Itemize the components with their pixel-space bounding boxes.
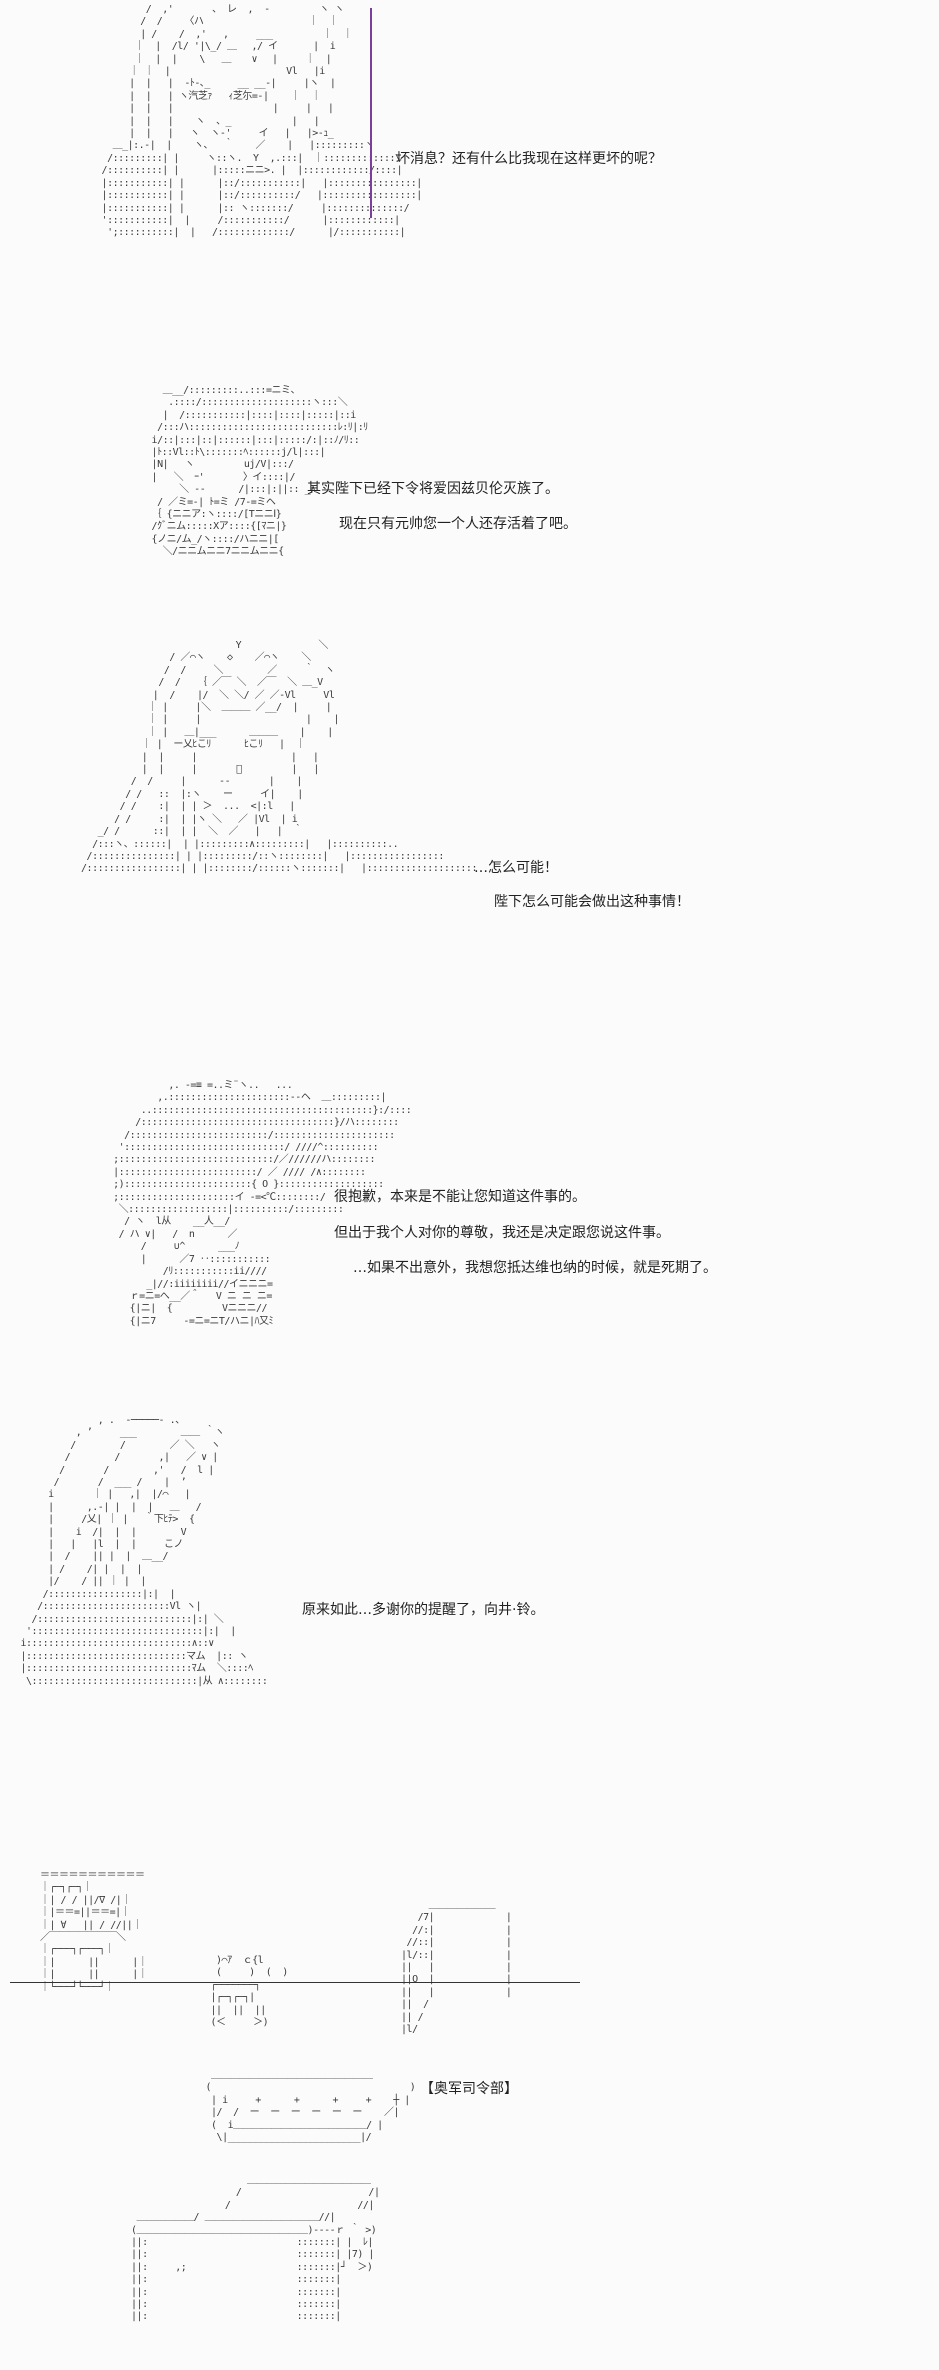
dialogue-line: 陛下怎么可能会做出这种事情！ (494, 894, 690, 910)
ascii-art-character-1: / ,' 、 レ , - ヽ ヽ / / 〈ハ ｜ ｜ | / / ,' , _… (101, 4, 423, 239)
scene-1: / ,' 、 レ , - ヽ ヽ / / 〈ハ ｜ ｜ | / / ,' , _… (0, 0, 939, 240)
scene-6: ＝＝＝＝＝＝＝＝＝＝＝ ｜┌─┐┌─┐｜ ｜| / / ||/∇ /|｜ ｜|＝… (0, 1870, 939, 2370)
location-label: 【奥军司令部】 (420, 2081, 518, 2097)
ascii-art-character-3: Y ＼ / ／⌒ヽ ◇ ／⌒ヽ ＼ / / ＼ ／ ｀ ヽ / / ｛ ／￣ ＼… (81, 640, 477, 875)
vertical-accent-line (370, 8, 372, 218)
ascii-art-desk: ＿＿＿＿＿＿＿＿＿＿＿＿＿＿＿＿＿ ( ) | i + + + + ┼ | |/… (205, 2070, 416, 2144)
dialogue-line: …怎么可能！ (474, 860, 558, 876)
ascii-art-door: ＿＿＿＿＿＿＿ /7| | //:| | //::| | |l/::| | ||… (401, 1900, 512, 2036)
ascii-art-table: ＿＿＿＿＿＿＿＿＿＿＿＿＿ / /| / //| ＿＿＿＿＿＿/ ＿＿＿＿＿＿＿… (131, 2175, 380, 2323)
ascii-art-character-4: ,. -=≡ =..ミ¨ヽ.. ... ,.::::::::::::::::::… (113, 1080, 412, 1327)
scene-2: ＿__/:::::::::..:::=ニミ、 .::::/:::::::::::… (0, 385, 939, 625)
ascii-art-office-cabinet: ＝＝＝＝＝＝＝＝＝＝＝ ｜┌─┐┌─┐｜ ｜| / / ||/∇ /|｜ ｜|＝… (40, 1870, 148, 1993)
scene-3: Y ＼ / ／⌒ヽ ◇ ／⌒ヽ ＼ / / ＼ ／ ｀ ヽ / / ｛ ／￣ ＼… (0, 640, 939, 1060)
dialogue-line: 很抱歉，本来是不能让您知道这件事的。 (334, 1189, 586, 1205)
dialogue-line: 现在只有元帅您一个人还存活着了吧。 (339, 516, 577, 532)
dialogue-line: …如果不出意外，我想您抵达维也纳的时候，就是死期了。 (353, 1260, 717, 1276)
dialogue-line: 坏消息？还有什么比我现在这样更坏的呢？ (396, 151, 662, 167)
ascii-art-character-2: ＿__/:::::::::..:::=ニミ、 .::::/:::::::::::… (151, 385, 369, 558)
dialogue-line: 原来如此…多谢你的提醒了，向井·铃。 (302, 1602, 545, 1618)
dialogue-line: 但出于我个人对你的尊敬，我还是决定跟您说这件事。 (334, 1225, 670, 1241)
scene-5: , . -─────- .、 , ’ ___ ＿＿ ｀ヽ / / ／ ＼ ヽ /… (0, 1415, 939, 1865)
floor-line (10, 1982, 580, 1983)
ascii-art-character-5: , . -─────- .、 , ’ ___ ＿＿ ｀ヽ / / ／ ＼ ヽ /… (20, 1415, 268, 1687)
scene-4: ,. -=≡ =..ミ¨ヽ.. ... ,.::::::::::::::::::… (0, 1080, 939, 1410)
ascii-art-plants: )⌒ｱ ｃ{l ( ) ( ) ┌───────┐ |┌─┐┌─┐| || ||… (210, 1955, 289, 2029)
dialogue-line: 其实陛下已经下令将爱因兹贝伦灭族了。 (307, 481, 559, 497)
